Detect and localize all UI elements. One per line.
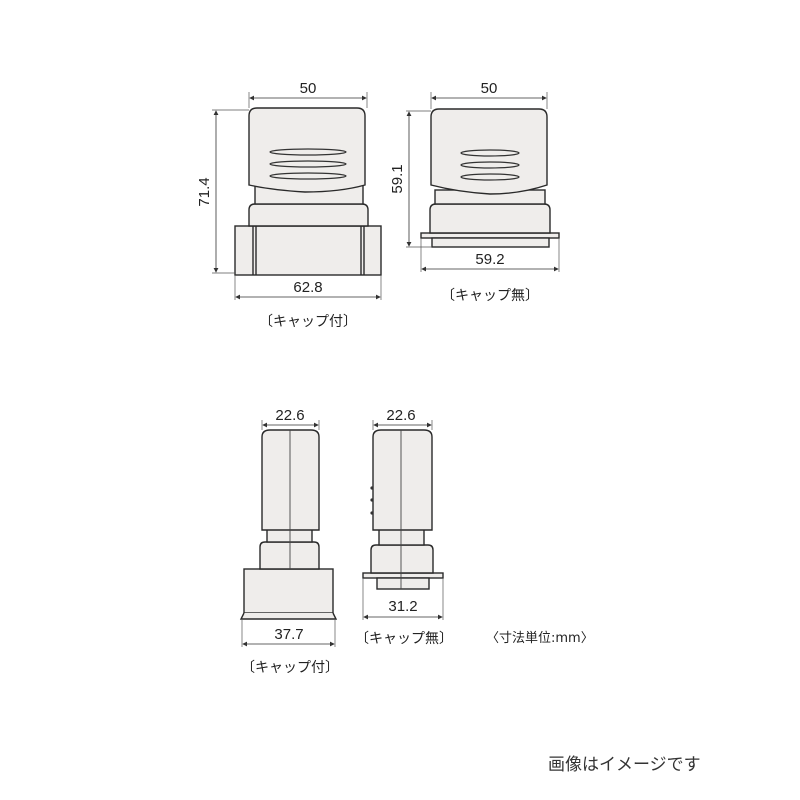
- view-label: 〔キャップ付〕: [259, 314, 357, 330]
- front-view-with-cap: 50 71.4 62.8 〔キャップ付〕: [196, 80, 382, 330]
- dim-width-top: 22.6: [275, 407, 304, 424]
- unit-note: 〈寸法単位:mm〉: [486, 630, 594, 646]
- dim-width-top: 50: [481, 80, 498, 97]
- dim-width-bottom: 37.7: [274, 626, 303, 643]
- image-caption: 画像はイメージです: [548, 755, 701, 775]
- view-label: 〔キャップ無〕: [355, 631, 453, 647]
- dim-height: 59.1: [389, 164, 406, 193]
- side-view-without-cap: 22.6 31.2 〔キャップ無〕: [355, 407, 453, 647]
- dim-width-bottom: 62.8: [293, 279, 322, 296]
- dim-width-top: 50: [300, 80, 317, 97]
- dim-width-top: 22.6: [386, 407, 415, 424]
- view-label: 〔キャップ無〕: [441, 288, 539, 304]
- side-view-with-cap: 22.6 37.7 〔キャップ付〕: [239, 407, 339, 676]
- dim-height: 71.4: [196, 177, 213, 206]
- dim-width-bottom: 59.2: [475, 251, 504, 268]
- view-label: 〔キャップ付〕: [241, 660, 339, 676]
- front-view-without-cap: 50 59.1 59.2 〔キャップ無〕: [389, 80, 560, 304]
- dim-width-bottom: 31.2: [388, 598, 417, 615]
